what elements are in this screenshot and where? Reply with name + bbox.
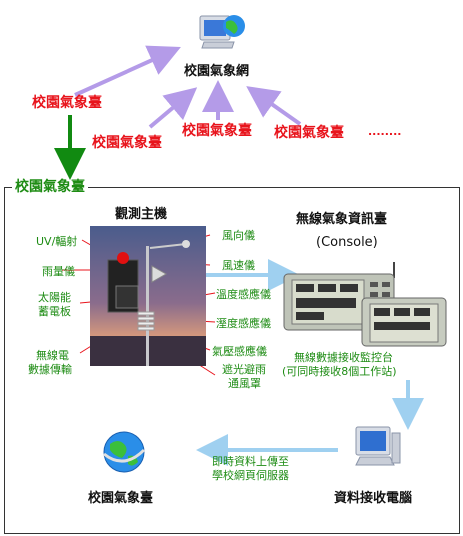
upload-caption-1: 即時資料上傳至 xyxy=(212,455,289,468)
label-radio-2: 數據傳輸 xyxy=(28,363,72,376)
console-subtitle: (Console) xyxy=(316,235,378,250)
station-label-left: 校園氣象臺 xyxy=(32,95,102,111)
console-device-image xyxy=(282,256,452,348)
label-radio-1: 無線電 xyxy=(36,349,69,362)
weather-station-photo xyxy=(90,226,206,366)
upload-caption-2: 學校網頁伺服器 xyxy=(212,469,289,482)
label-shield-2: 通風罩 xyxy=(228,377,261,390)
label-pressure: 氣壓感應儀 xyxy=(212,345,267,358)
bottom-station-label: 校園氣象臺 xyxy=(88,491,154,506)
arrow-station-3-to-network xyxy=(246,86,302,126)
station-detail-frame xyxy=(4,187,460,534)
label-wind-speed: 風速儀 xyxy=(222,259,255,272)
label-solar-2: 蓄電板 xyxy=(38,305,71,318)
network-label: 校園氣象網 xyxy=(184,64,250,79)
frame-title: 校園氣象臺 xyxy=(12,180,88,194)
label-wind-direction: 風向儀 xyxy=(222,229,255,242)
receiver-label: 資料接收電腦 xyxy=(334,491,413,506)
main-unit-title: 觀測主機 xyxy=(115,207,168,222)
network-computer-icon xyxy=(198,12,246,52)
label-temperature: 溫度感應儀 xyxy=(216,288,271,301)
station-ellipsis: ........ xyxy=(368,125,402,138)
station-label-2: 校園氣象臺 xyxy=(182,123,252,139)
arrow-station-1-to-network xyxy=(148,87,198,129)
station-label-3: 校園氣象臺 xyxy=(274,125,344,141)
arrow-station-left-to-network xyxy=(74,45,181,97)
console-title: 無線氣象資訊臺 xyxy=(296,212,388,227)
internet-globe-icon xyxy=(102,430,146,474)
console-caption-2: (可同時接收8個工作站) xyxy=(282,365,397,378)
label-humidity: 溼度感應儀 xyxy=(216,317,271,330)
console-caption-1: 無線數據接收監控台 xyxy=(294,351,393,364)
label-rain-gauge: 雨量儀 xyxy=(42,265,75,278)
label-solar-1: 太陽能 xyxy=(38,291,71,304)
label-shield-1: 遮光避雨 xyxy=(222,363,266,376)
label-uv-radiation: UV/輻射 xyxy=(36,235,78,248)
station-label-1: 校園氣象臺 xyxy=(92,135,162,151)
receiver-computer-icon xyxy=(350,423,402,473)
